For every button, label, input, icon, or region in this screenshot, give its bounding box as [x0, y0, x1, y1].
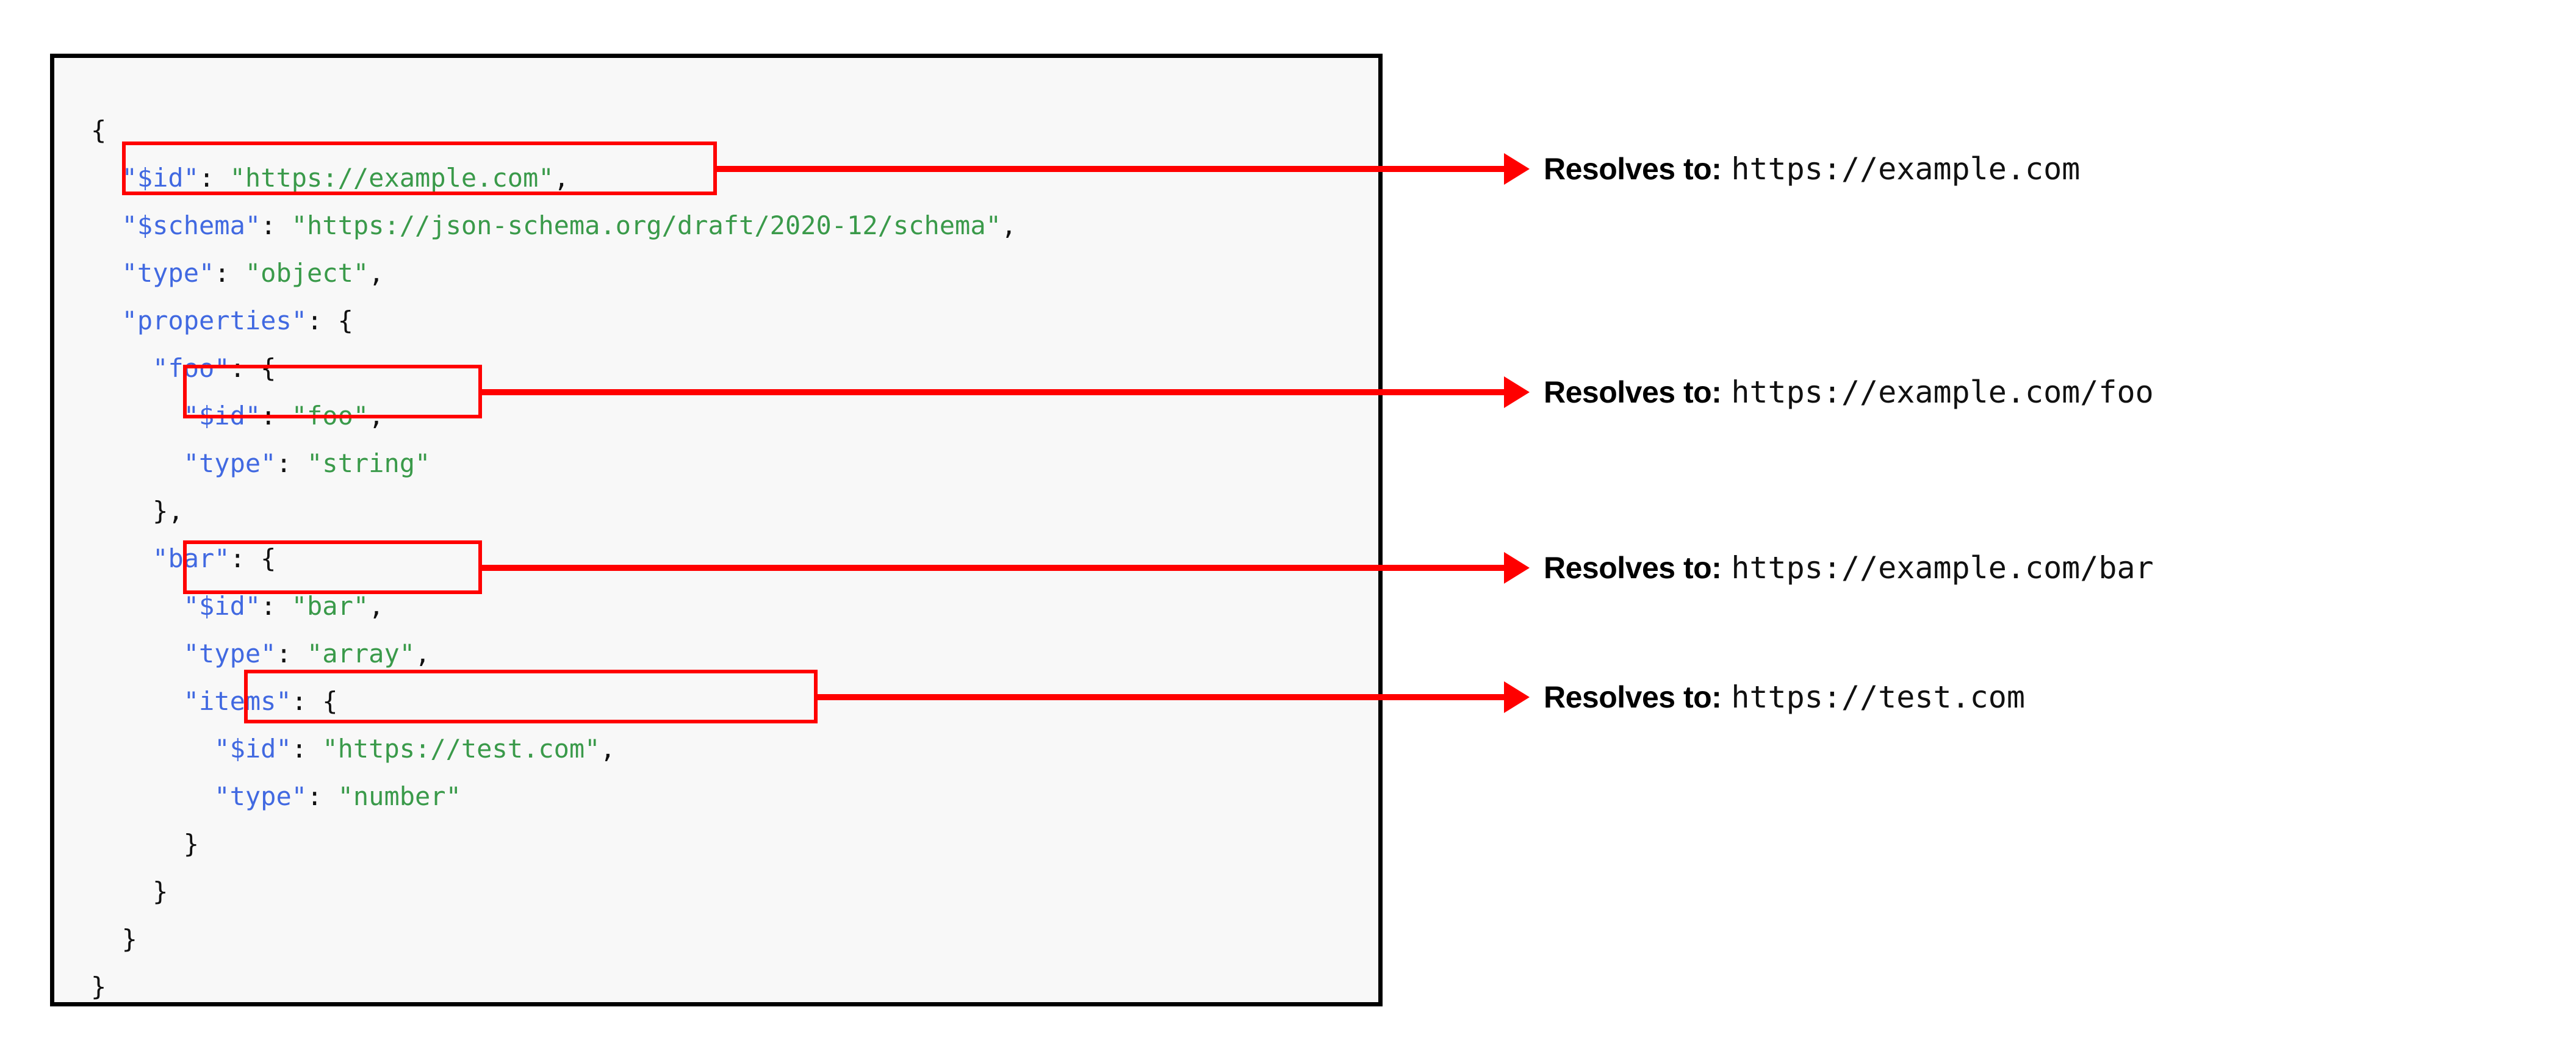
code-string: "string"	[307, 448, 431, 478]
code-string: "bar"	[291, 591, 369, 621]
code-key: "type"	[121, 258, 215, 288]
code-string: "array"	[307, 639, 416, 668]
code-line: "bar": {	[91, 535, 1016, 582]
code-line: "$id": "https://example.com",	[91, 154, 1016, 202]
code-punctuation: ,	[369, 258, 384, 288]
arrow-head-1	[1504, 153, 1530, 185]
resolved-uri: https://example.com	[1731, 151, 2081, 187]
code-key: "items"	[183, 686, 292, 716]
code-punctuation: :	[261, 591, 292, 621]
code-punctuation: :	[261, 210, 292, 240]
code-line: }	[91, 963, 1016, 1011]
code-line: "$id": "https://test.com",	[91, 725, 1016, 773]
arrow-line-3	[482, 565, 1504, 571]
code-punctuation: :	[291, 734, 323, 764]
resolved-uri: https://test.com	[1731, 679, 2025, 715]
code-line: "properties": {	[91, 297, 1016, 345]
arrow-line-4	[818, 694, 1504, 700]
code-key: "type"	[214, 781, 308, 811]
resolve-label: Resolves to:	[1544, 551, 1722, 585]
code-punctuation: :	[276, 448, 308, 478]
code-line: "type": "string"	[91, 440, 1016, 487]
code-line: },	[91, 487, 1016, 535]
code-key: "$id"	[121, 163, 200, 193]
resolve-annotation-3: Resolves to: https://example.com/bar	[1544, 550, 2154, 586]
code-punctuation: :	[307, 781, 338, 811]
code-punctuation: }	[153, 876, 168, 906]
arrow-line-1	[717, 166, 1504, 172]
code-punctuation: : {	[291, 686, 338, 716]
code-punctuation: },	[153, 496, 184, 526]
code-punctuation: }	[91, 972, 107, 1002]
highlight-box-bar-id	[183, 540, 482, 594]
code-string: "https://json-schema.org/draft/2020-12/s…	[291, 210, 1001, 240]
code-punctuation: : {	[307, 306, 353, 335]
code-key: "$id"	[183, 591, 261, 621]
code-key: "properties"	[121, 306, 308, 335]
code-punctuation: {	[91, 115, 107, 145]
code-line: }	[91, 916, 1016, 963]
resolve-annotation-1: Resolves to: https://example.com	[1544, 151, 2080, 187]
code-line: "type": "number"	[91, 773, 1016, 820]
resolved-uri: https://example.com/foo	[1731, 375, 2154, 410]
highlight-box-foo-id	[183, 365, 482, 418]
resolve-annotation-2: Resolves to: https://example.com/foo	[1544, 375, 2154, 410]
highlight-box-root-id	[122, 142, 717, 195]
code-string: "https://example.com"	[229, 163, 554, 193]
code-key: "type"	[183, 639, 276, 668]
resolve-annotation-4: Resolves to: https://test.com	[1544, 679, 2025, 715]
code-punctuation: :	[214, 258, 245, 288]
arrow-head-4	[1504, 681, 1530, 713]
resolve-label: Resolves to:	[1544, 375, 1722, 409]
code-key: "bar"	[153, 543, 230, 573]
code-line: "type": "array",	[91, 630, 1016, 678]
code-punctuation: :	[276, 639, 308, 668]
json-schema-code: { "$id": "https://example.com", "$schema…	[91, 107, 1016, 1011]
json-schema-code-panel: { "$id": "https://example.com", "$schema…	[50, 54, 1383, 1006]
code-string: "number"	[337, 781, 461, 811]
code-key: "$id"	[214, 734, 292, 764]
code-punctuation: ,	[553, 163, 569, 193]
code-line: "$schema": "https://json-schema.org/draf…	[91, 202, 1017, 249]
code-line: "items": {	[91, 678, 1016, 725]
code-line: "$id": "bar",	[91, 582, 1016, 630]
code-string: "https://test.com"	[322, 734, 600, 764]
arrow-line-2	[482, 389, 1504, 395]
code-key: "type"	[183, 448, 276, 478]
resolved-uri: https://example.com/bar	[1731, 550, 2154, 586]
code-string: "object"	[245, 258, 369, 288]
code-punctuation: ,	[415, 639, 431, 668]
arrow-head-3	[1504, 552, 1530, 584]
arrow-head-2	[1504, 376, 1530, 408]
code-punctuation: }	[183, 829, 200, 859]
code-line: {	[91, 107, 1016, 154]
code-punctuation: }	[121, 924, 137, 954]
resolve-label: Resolves to:	[1544, 680, 1722, 714]
highlight-box-items-id	[244, 670, 818, 723]
code-line: }	[91, 820, 1016, 868]
code-line: }	[91, 868, 1016, 916]
resolve-label: Resolves to:	[1544, 152, 1722, 186]
code-punctuation: :	[199, 163, 230, 193]
code-punctuation: ,	[369, 591, 384, 621]
code-line: "type": "object",	[91, 249, 1016, 297]
code-key: "$schema"	[121, 210, 261, 240]
code-punctuation: ,	[1001, 210, 1017, 240]
code-punctuation: : {	[229, 543, 276, 573]
code-punctuation: ,	[600, 734, 616, 764]
